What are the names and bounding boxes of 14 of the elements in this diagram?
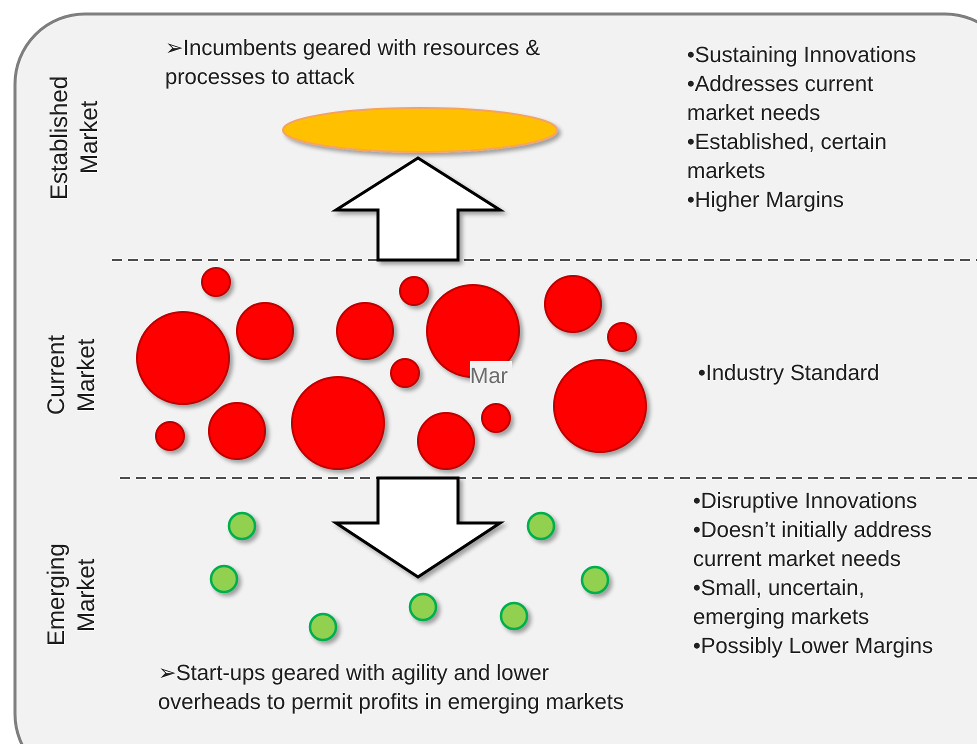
bullet-text: •Possibly Lower Margins (693, 632, 934, 660)
bullet-text: •Established, certain markets (687, 128, 888, 185)
bullet-text: •Industry Standard (698, 359, 880, 387)
section-heading: Established Market (45, 74, 104, 202)
bullet-text: •Addresses current market needs (687, 70, 874, 127)
bullet-text: •Disruptive Innovations (693, 487, 918, 515)
section-heading: Emerging Market (42, 542, 101, 648)
bullet-text: •Small, uncertain, emerging markets (693, 574, 870, 631)
bullet-text: •Doesn’t initially address current market needs (693, 516, 933, 573)
section-heading: Current Market (42, 334, 101, 418)
bullet-text: •Higher Margins (687, 186, 845, 214)
note-text: ➢Start-ups geared with agility and lower overheads to permit profits in emerging markets (158, 659, 625, 716)
note-text: ➢Incumbents geared with resources & processes to attack (165, 34, 542, 91)
bullet-text: •Sustaining Innovations (687, 41, 918, 69)
